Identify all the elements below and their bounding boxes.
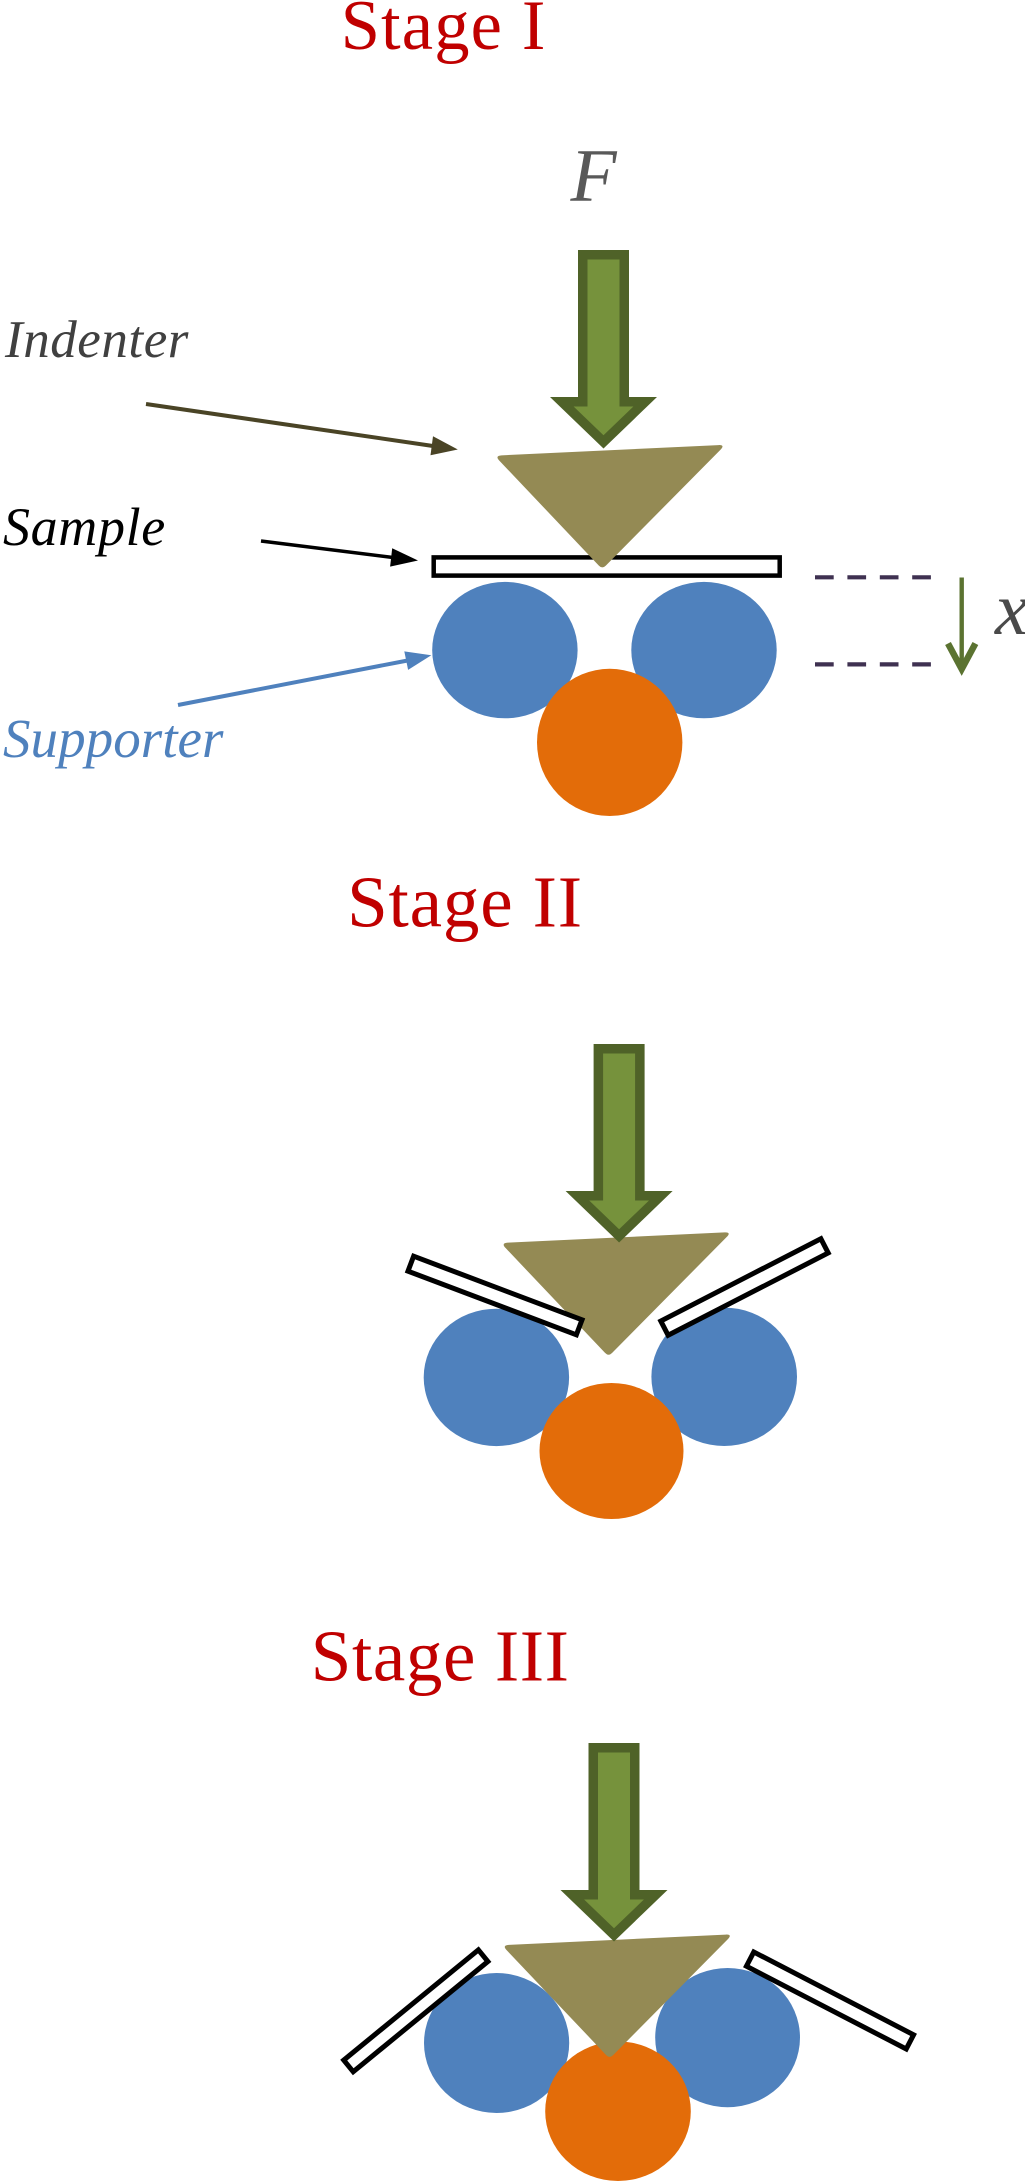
svg-text:Stage I: Stage I xyxy=(341,0,547,65)
svg-text:Stage III: Stage III xyxy=(311,1616,570,1697)
svg-text:Supporter: Supporter xyxy=(3,708,224,769)
svg-text:Indenter: Indenter xyxy=(4,311,189,369)
svg-text:Sample: Sample xyxy=(3,497,166,557)
svg-text:F: F xyxy=(570,135,618,218)
svg-text:Stage II: Stage II xyxy=(347,862,583,943)
svg-text:x: x xyxy=(994,568,1025,651)
